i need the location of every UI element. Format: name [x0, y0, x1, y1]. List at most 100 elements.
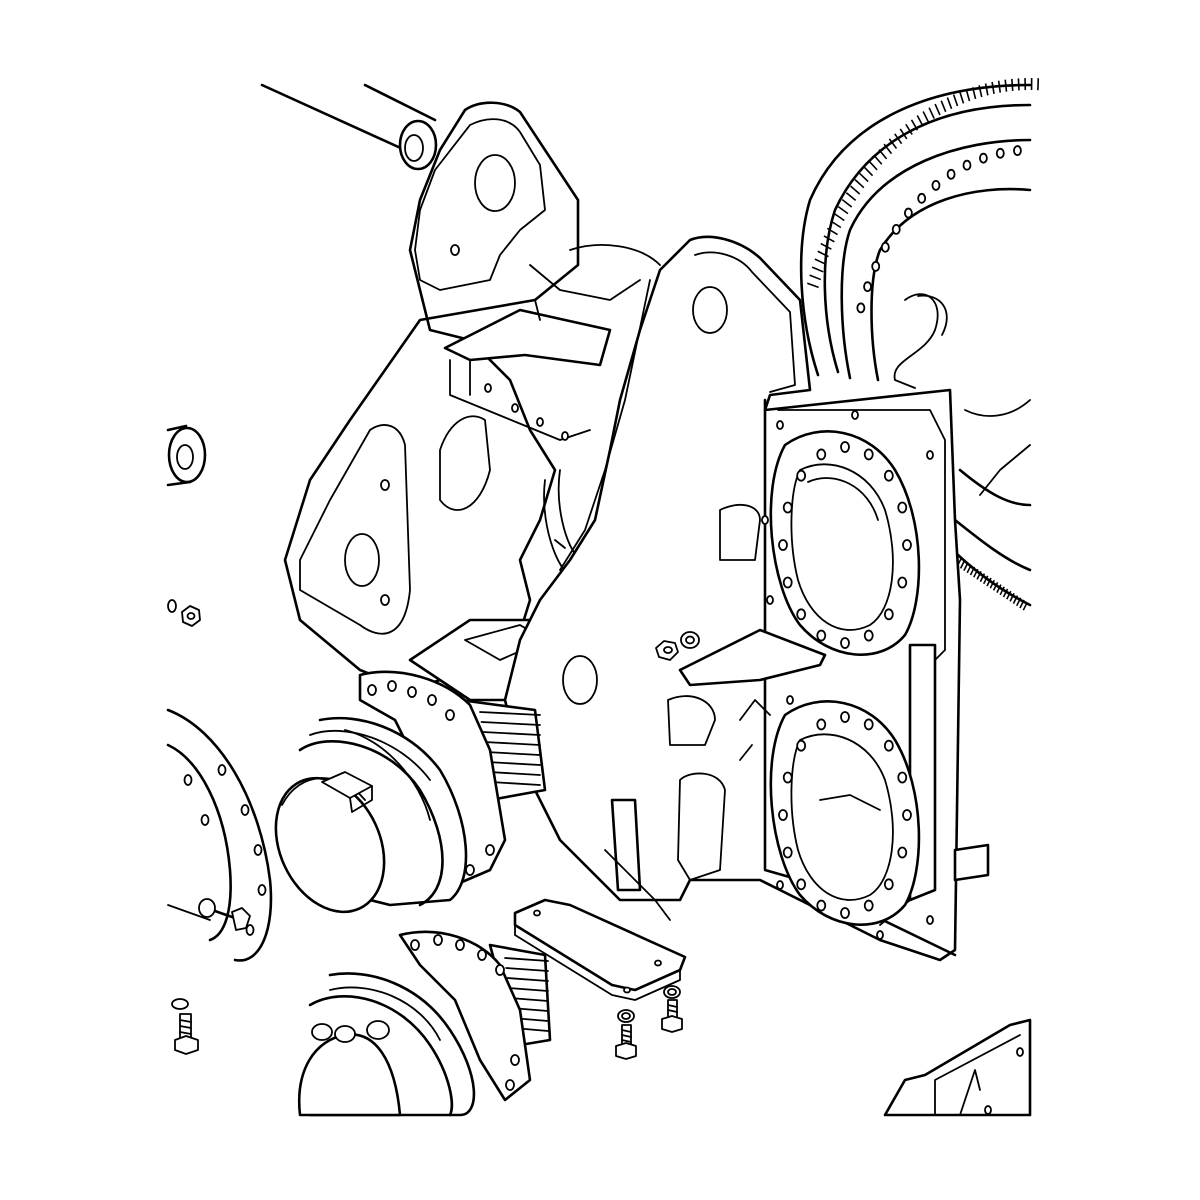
gear-tooth [946, 97, 953, 110]
bolt-hole [796, 739, 807, 752]
bolt-hole [840, 441, 850, 453]
drive-motor-upper [274, 670, 547, 914]
gear-tooth [850, 185, 861, 195]
bolt-hole [445, 709, 455, 721]
bolt-hole [863, 718, 874, 731]
gear-tooth [809, 274, 822, 281]
bolt-hole [786, 695, 794, 705]
gear-tooth [1022, 601, 1029, 611]
bolt-hole [871, 260, 881, 272]
gear-tooth [1009, 593, 1015, 602]
gear-tooth [826, 227, 838, 236]
gear-tooth [873, 154, 883, 165]
bolt-hole [782, 501, 793, 514]
gear-tooth [817, 250, 829, 258]
gear-tooth [858, 172, 869, 183]
bolt-hole [782, 846, 793, 859]
gear-tooth [1017, 78, 1020, 91]
bolt-hole [995, 147, 1005, 159]
bolt-hole [863, 448, 874, 461]
gear-tooth [916, 115, 924, 127]
bolt-hole [465, 864, 475, 876]
gear-tooth [959, 560, 966, 569]
gear-tooth [965, 89, 971, 102]
spline-tooth [486, 761, 541, 766]
cover-plate [513, 898, 687, 1001]
bolt-hole [902, 539, 912, 551]
gear-tooth [996, 584, 1002, 593]
gear-tooth [952, 94, 959, 107]
gear-tooth [841, 199, 853, 208]
bracket-bottom-right [883, 1018, 1032, 1117]
gear-tooth [814, 258, 827, 265]
gear-tooth [984, 83, 989, 96]
gear-tooth [894, 133, 903, 145]
bolt-hole [778, 809, 788, 821]
bolt-hole [505, 1079, 515, 1091]
bolt-hole [816, 718, 827, 731]
bolt-hole [897, 576, 908, 589]
bolt-hole [510, 1054, 520, 1066]
gear-tooth [1011, 78, 1014, 91]
gear-tooth [989, 579, 996, 589]
bolt-hole [891, 224, 901, 235]
gear-tooth [1004, 79, 1008, 92]
bolt-hole [776, 420, 784, 430]
bolt-hole [863, 281, 872, 293]
bolt-hole [245, 924, 255, 936]
bearing-flange-lower [769, 700, 921, 926]
gear-tooth [928, 107, 935, 119]
gear-tooth [986, 577, 992, 587]
gear-tooth [978, 85, 983, 98]
bolt-hole [387, 680, 397, 692]
gear-tooth [922, 111, 930, 123]
bolt-hole [856, 302, 866, 314]
gear-tooth [959, 91, 965, 104]
bolt-hole [926, 915, 934, 925]
spline-tooth [479, 711, 541, 716]
hex-nut [655, 640, 679, 661]
bolt-hole [200, 814, 210, 826]
gear-tooth [807, 282, 819, 289]
gear-tooth [999, 586, 1005, 596]
bolt-hole [840, 711, 850, 723]
bolt-hole [816, 448, 827, 461]
bolt-hole [876, 930, 884, 940]
gear-tooth [973, 568, 979, 578]
spline-tooth [507, 987, 549, 992]
disc-left [166, 708, 273, 962]
gear-tooth [1012, 595, 1019, 604]
gear-tooth [833, 213, 845, 222]
gear-tooth [1002, 588, 1009, 598]
gear-tooth [934, 103, 941, 116]
bolt [661, 985, 683, 1033]
gear-tooth [883, 143, 893, 155]
gear-tooth [940, 100, 947, 113]
bolt-hole [407, 686, 417, 698]
bolt-hole [1013, 145, 1022, 156]
bolt-hole [851, 410, 859, 420]
bolt [615, 1009, 637, 1060]
gear-tooth [991, 81, 995, 94]
bolt-hole [257, 884, 267, 896]
gear-tooth [1015, 597, 1022, 607]
drive-motor-lower [297, 930, 552, 1117]
bolt-hole [253, 844, 263, 856]
bolt-hole [240, 804, 250, 816]
bolt-hole [897, 771, 908, 784]
bolt-hole [883, 469, 894, 482]
bolt-hole [863, 899, 874, 912]
bolt-hole [761, 515, 769, 525]
bolt [171, 998, 199, 1055]
bearing-flange-upper [769, 430, 921, 656]
shaft [260, 83, 438, 171]
gear-tooth [979, 573, 986, 582]
bolt-hole [477, 949, 487, 961]
bolt-hole [902, 809, 912, 821]
bolt-hole [840, 907, 850, 919]
bolt-hole [897, 501, 908, 514]
bolt-hole [796, 878, 807, 891]
small-pin [166, 424, 207, 487]
gear-tooth [910, 119, 919, 131]
